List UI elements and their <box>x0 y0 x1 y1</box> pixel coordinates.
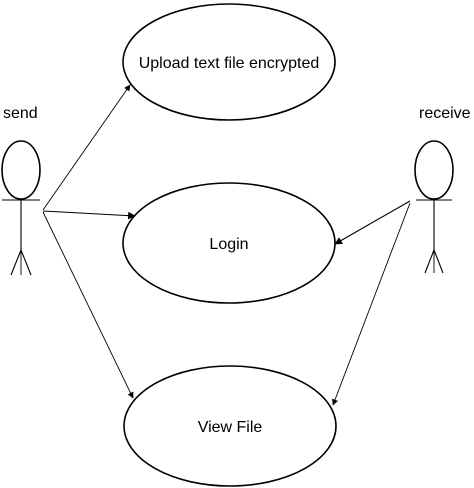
use-case-view: View File <box>123 365 337 487</box>
receiver-actor-leg-left <box>424 249 435 274</box>
sender-actor-leg-right <box>20 249 32 276</box>
use-case-login-label: Login <box>209 236 248 253</box>
sender-actor: send <box>1 105 41 276</box>
association-sender-upload <box>42 84 131 211</box>
association-receiver-view <box>332 202 411 406</box>
use-case-upload-label: Upload text file encrypted <box>139 55 320 72</box>
associations <box>42 84 411 406</box>
use-case-login: Login <box>122 182 336 304</box>
association-receiver-login <box>334 200 411 245</box>
use-case-upload: Upload text file encrypted <box>122 3 336 121</box>
sender-actor-head <box>1 140 41 200</box>
association-sender-view <box>42 211 134 399</box>
sender-actor-leg-left <box>10 249 22 276</box>
use-case-view-ellipse <box>123 365 337 487</box>
use-case-view-label: View File <box>198 419 263 436</box>
receiver-actor-leg-right <box>433 249 444 274</box>
receiver-actor-label: receive <box>419 105 471 122</box>
use-case-upload-ellipse <box>122 3 336 121</box>
receiver-actor: receive <box>414 105 471 274</box>
sender-actor-label: send <box>3 105 38 122</box>
receiver-actor-head <box>414 140 454 200</box>
association-sender-login <box>42 210 136 220</box>
